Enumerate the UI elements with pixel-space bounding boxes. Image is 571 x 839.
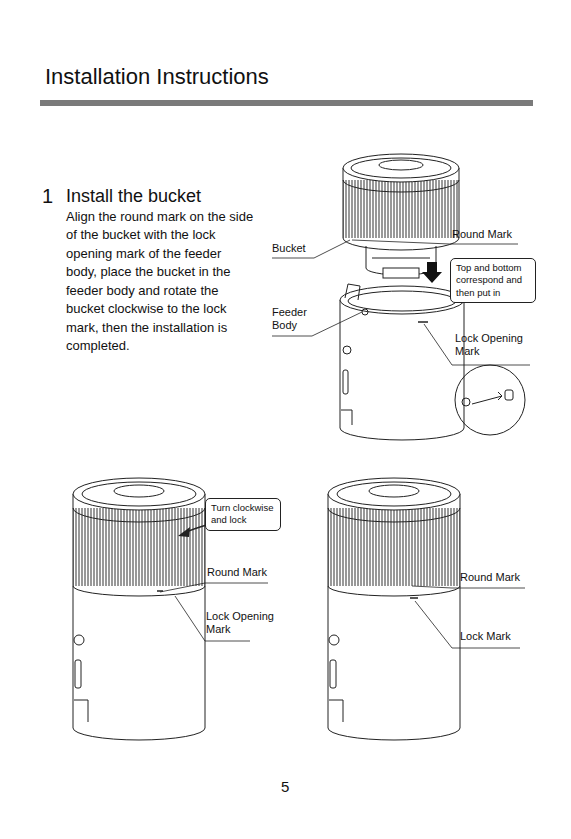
- part-label: Lock Opening Mark: [206, 610, 296, 636]
- bucket-drawing: [343, 154, 459, 278]
- callout-text: Top and bottom correspond and then put i…: [456, 262, 530, 299]
- step-body: Align the round mark on the side of the …: [66, 208, 254, 356]
- feeder-body-drawing: [340, 284, 525, 440]
- part-label: Lock Opening Mark: [455, 332, 535, 358]
- callout-text: Turn clockwise and lock: [211, 502, 275, 527]
- part-label: Lock Mark: [460, 630, 511, 643]
- part-label: Round Mark: [460, 571, 520, 584]
- part-label: Round Mark: [452, 228, 512, 241]
- part-label: Feeder Body: [272, 306, 316, 332]
- leader-lines: [412, 586, 525, 648]
- page-number: 5: [281, 778, 289, 796]
- part-label: Bucket: [272, 242, 306, 255]
- step-heading: Install the bucket: [66, 186, 201, 208]
- page-title: Installation Instructions: [45, 64, 269, 90]
- callout-box: Turn clockwise and lock: [205, 498, 281, 531]
- down-arrow: [422, 262, 442, 283]
- callout-box: Top and bottom correspond and then put i…: [450, 258, 536, 303]
- part-label: Round Mark: [207, 566, 267, 579]
- arrow-head: [178, 527, 190, 537]
- assembled-feeder-right: [328, 478, 460, 740]
- assembled-feeder-left: [73, 478, 205, 740]
- title-bar: [40, 100, 533, 106]
- step-number: 1: [42, 184, 53, 208]
